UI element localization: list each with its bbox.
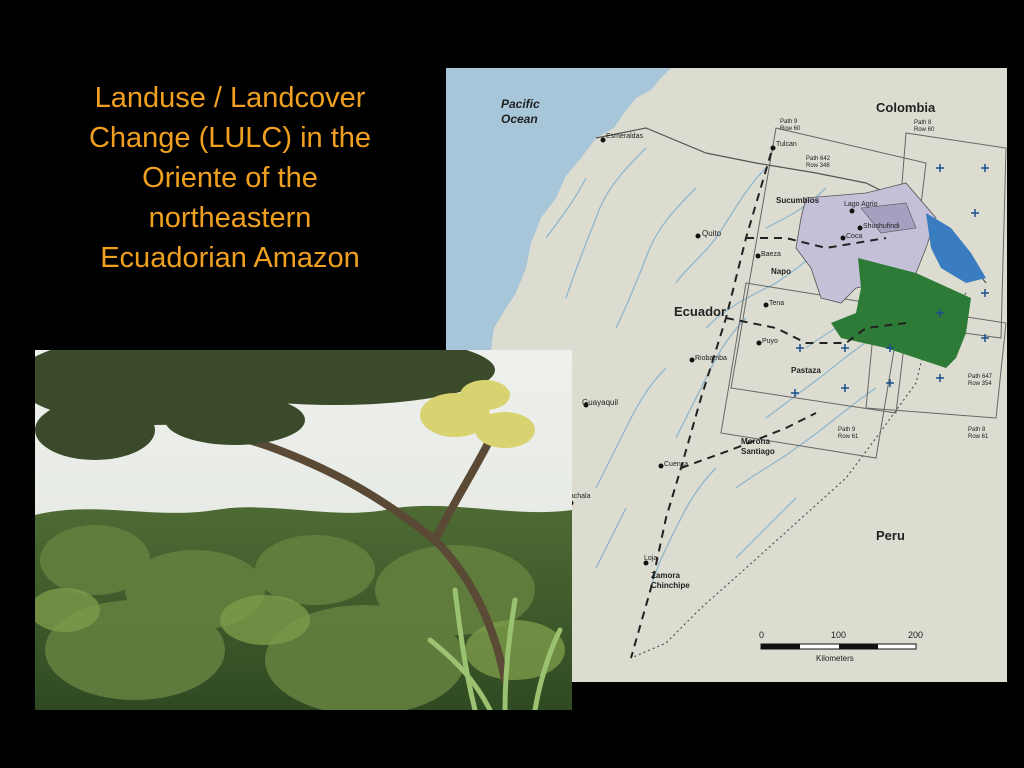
city-label: Coca <box>846 233 862 240</box>
scale-bar: 0 100 200 Kilometers <box>759 630 923 663</box>
path-label: Row 61 <box>838 434 859 440</box>
ocean-label: Ocean <box>501 112 538 126</box>
path-label: Row 60 <box>780 126 801 132</box>
city-label: Tulcan <box>776 141 797 148</box>
city-label: Shushufindi <box>863 223 900 230</box>
path-label: Row 348 <box>806 163 830 169</box>
roads <box>630 152 907 659</box>
city-label: Esmeraldas <box>606 133 643 140</box>
province-label: Sucumbios <box>776 196 820 205</box>
hatched-area <box>860 202 917 234</box>
scale-tick: 200 <box>908 630 923 640</box>
province-label: Napo <box>771 267 791 276</box>
path-label: Path 8 <box>968 427 986 433</box>
province-label: Pastaza <box>791 366 821 375</box>
path-label: Path 647 <box>968 374 993 380</box>
ocean-label: Pacific <box>501 97 540 111</box>
forest-block <box>831 258 971 368</box>
city-label: Lago Agrio <box>844 201 878 208</box>
path-label: Row 61 <box>968 434 989 440</box>
country-label-peru: Peru <box>876 528 905 543</box>
province-label: Chinchipe <box>651 581 690 590</box>
province-label: Morona <box>741 437 770 446</box>
path-label: Path 9 <box>838 427 856 433</box>
title-line: Ecuadorian Amazon <box>100 242 360 274</box>
path-label: Row 354 <box>968 381 992 387</box>
province-label: Santiago <box>741 447 775 456</box>
city-label: Tena <box>769 300 784 307</box>
path-label: Row 60 <box>914 127 935 133</box>
city-label: Baeza <box>761 251 781 258</box>
scale-tick: 100 <box>831 630 846 640</box>
city-label: Loja <box>644 555 657 562</box>
city-label: Cuenca <box>664 461 688 468</box>
path-label: Path 9 <box>780 119 798 125</box>
country-label-ecuador: Ecuador <box>674 304 726 319</box>
title-line: Landuse / Landcover <box>94 82 366 114</box>
title-line: northeastern <box>148 202 312 234</box>
country-label-colombia: Colombia <box>876 100 936 115</box>
slide-title: Landuse / Landcover Change (LULC) in the… <box>40 78 420 278</box>
pacific-ocean <box>446 68 671 350</box>
scale-unit: Kilometers <box>816 654 854 663</box>
peru-border <box>630 292 967 659</box>
blue-block <box>926 213 986 283</box>
map-labels: Pacific Ocean Colombia Ecuador Peru Esme… <box>501 97 993 590</box>
title-line: Change (LULC) in the <box>88 122 372 154</box>
rainforest-photo <box>35 350 572 710</box>
title-line: Oriente of the <box>142 162 318 194</box>
city-label: Machala <box>564 493 591 500</box>
scale-tick: 0 <box>759 630 764 640</box>
province-label: Zamora <box>651 571 680 580</box>
rivers <box>545 147 927 589</box>
city-label: Quito <box>702 229 722 238</box>
city-label: Puyo <box>762 338 778 345</box>
path-label: Path 8 <box>914 120 932 126</box>
city-label: Guayaquil <box>582 398 618 407</box>
city-label: Riobamba <box>695 355 727 362</box>
grid-markers <box>791 164 989 397</box>
path-label: Path 642 <box>806 156 831 162</box>
